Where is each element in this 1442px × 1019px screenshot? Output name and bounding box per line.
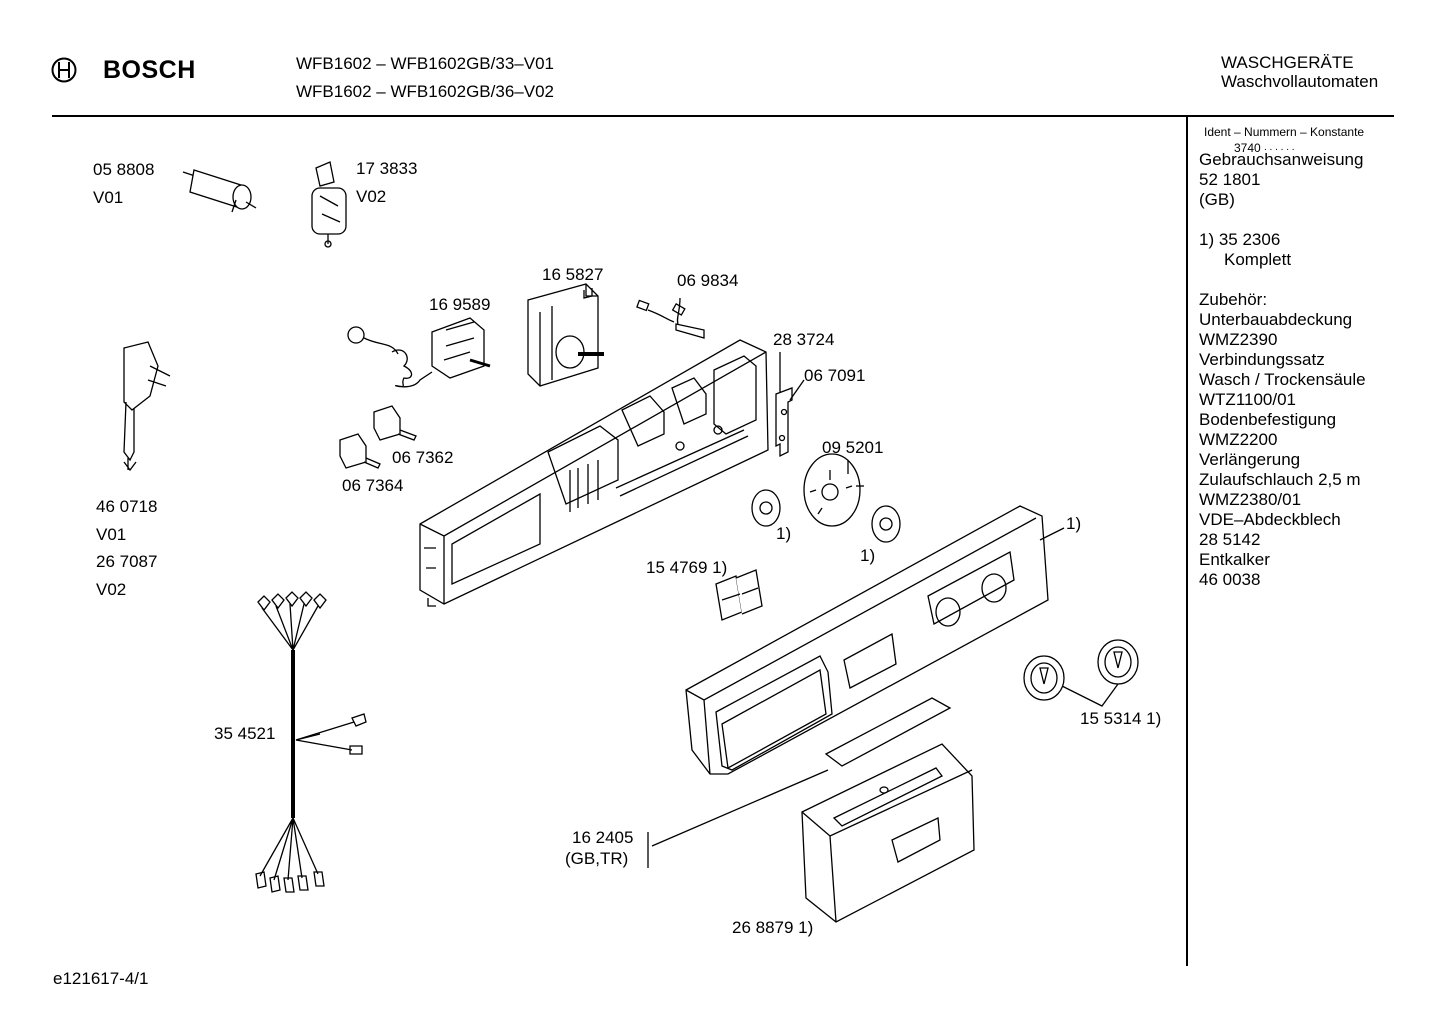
part-number: 15 5314 1) — [1080, 709, 1162, 728]
ident-value: 3740 — [1234, 141, 1261, 155]
sidebar-line: 1) 35 2306 — [1199, 230, 1281, 249]
model-line-2: WFB1602 – WFB1602GB/36–V02 — [296, 82, 554, 101]
knob-part-icon — [751, 489, 781, 527]
part-number: 28 3724 — [773, 330, 835, 349]
leader-lines — [295, 352, 1065, 868]
part-number: 06 7364 — [342, 476, 404, 495]
variant-label: V01 — [93, 188, 124, 207]
sidebar-line: Verlängerung — [1199, 450, 1301, 469]
program-knob-part-icon — [1023, 655, 1065, 701]
category-subtitle: Waschvollautomaten — [1221, 72, 1379, 91]
wire-harness-part-icon — [255, 591, 367, 893]
category-title: WASCHGERÄTE — [1221, 53, 1354, 72]
sidebar-line: Wasch / Trockensäule — [1199, 370, 1366, 389]
temperature-knob-part-icon — [1097, 639, 1139, 685]
sidebar-line: WMZ2390 — [1199, 330, 1278, 349]
sidebar-line: Zulaufschlauch 2,5 m — [1199, 470, 1361, 489]
thermostat-part-icon — [347, 317, 491, 388]
sidebar-notes: Gebrauchsanweisung 52 1801 (GB) 1) 35 23… — [1199, 150, 1366, 590]
micro-switch-part-icon — [339, 433, 381, 469]
sidebar-line: Zubehör: — [1199, 290, 1268, 309]
part-number: 05 8808 — [93, 160, 155, 179]
sidebar-line: Entkalker — [1199, 550, 1270, 569]
brand-name: BOSCH — [103, 56, 196, 84]
sidebar-line: 28 5142 — [1199, 530, 1261, 549]
part-number: 09 5201 — [822, 438, 884, 457]
part-number: 16 5827 — [542, 265, 604, 284]
footnote-marker: 1) — [1066, 514, 1082, 533]
bracket-part-icon — [775, 387, 793, 458]
control-panel-part-icon — [685, 505, 1049, 775]
bosch-logo-icon — [51, 57, 77, 83]
variant-label: (GB,TR) — [565, 849, 629, 868]
part-number: 06 7091 — [804, 366, 866, 385]
document-id: e121617-4/1 — [53, 969, 149, 988]
variant-label: V02 — [96, 580, 127, 599]
sidebar-line: WTZ1100/01 — [1199, 390, 1297, 409]
sidebar-line: Komplett — [1224, 250, 1292, 269]
svg-text:. . . . . .: . . . . . . — [1264, 142, 1295, 153]
part-number: 35 4521 — [214, 724, 276, 743]
sidebar-line: Unterbauabdeckung — [1199, 310, 1353, 329]
part-number: 46 0718 — [96, 497, 158, 516]
footnote-marker: 1) — [860, 546, 876, 565]
sidebar-line: WMZ2200 — [1199, 430, 1278, 449]
capacitor-part-icon — [182, 169, 257, 213]
sidebar-line: (GB) — [1199, 190, 1235, 209]
panel-frame-part-icon — [419, 339, 769, 607]
model-line-1: WFB1602 – WFB1602GB/33–V01 — [296, 54, 554, 73]
push-buttons-part-icon — [715, 569, 763, 621]
indicator-lamp-part-icon — [636, 297, 705, 339]
sidebar-line: Bodenbefestigung — [1199, 410, 1337, 429]
detergent-drawer-part-icon — [801, 743, 975, 923]
part-number: 06 7362 — [392, 448, 454, 467]
panel-strip-part-icon — [824, 697, 952, 767]
sidebar-line: 46 0038 — [1199, 570, 1261, 589]
part-number: 16 2405 — [572, 828, 634, 847]
mains-plug-part-icon — [123, 341, 171, 472]
part-number: 26 7087 — [96, 552, 158, 571]
part-number: 17 3833 — [356, 159, 418, 178]
variant-label: V02 — [356, 187, 387, 206]
part-number: 06 9834 — [677, 271, 739, 290]
ident-heading: Ident – Nummern – Konstante — [1204, 125, 1365, 139]
part-number: 16 9589 — [429, 295, 491, 314]
program-selector-part-icon — [527, 283, 604, 387]
filter-part-icon — [311, 161, 347, 248]
leader-line — [1061, 683, 1119, 707]
variant-label: V01 — [96, 525, 127, 544]
sidebar-line: Verbindungssatz — [1199, 350, 1325, 369]
sidebar-line: WMZ2380/01 — [1199, 490, 1302, 509]
sidebar-line: Gebrauchsanweisung — [1199, 150, 1364, 169]
part-number: 15 4769 1) — [646, 558, 728, 577]
part-number: 26 8879 1) — [732, 918, 814, 937]
knob-part-icon — [871, 505, 901, 543]
footnote-marker: 1) — [776, 524, 792, 543]
disc-part-icon — [803, 453, 864, 527]
sidebar-line: 52 1801 — [1199, 170, 1261, 189]
sidebar-line: VDE–Abdeckblech — [1199, 510, 1341, 529]
micro-switch-part-icon — [373, 405, 417, 441]
